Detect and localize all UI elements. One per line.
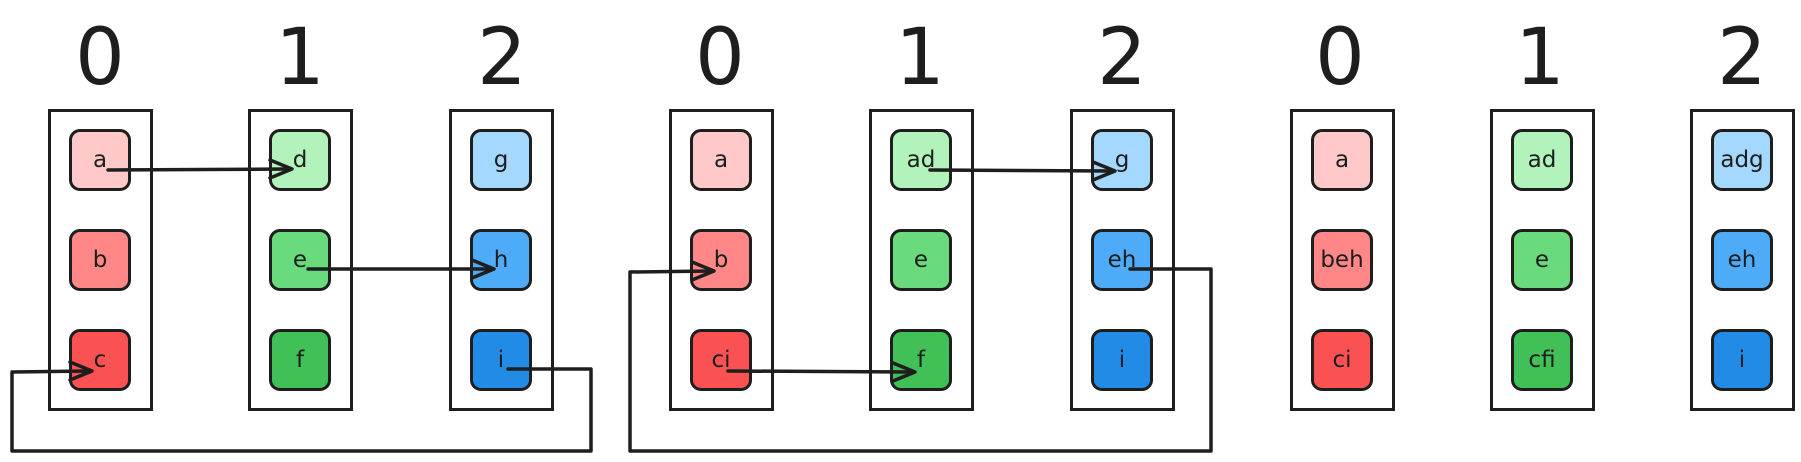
cell: beh — [1311, 229, 1373, 291]
column-index-1: 1 — [275, 13, 325, 103]
column-box — [1690, 109, 1795, 411]
column-index-1: 1 — [895, 13, 945, 103]
cell: i — [1711, 329, 1773, 391]
cell: e — [890, 229, 952, 291]
column-box — [1290, 109, 1395, 411]
cell: a — [690, 129, 752, 191]
column-index-2: 2 — [1717, 13, 1767, 103]
column-index-2: 2 — [1097, 13, 1147, 103]
cell: b — [690, 229, 752, 291]
cell: ad — [890, 129, 952, 191]
cell: c — [69, 329, 131, 391]
column-index-1: 1 — [1515, 13, 1565, 103]
cell: i — [470, 329, 532, 391]
cell: b — [69, 229, 131, 291]
cell: i — [1091, 329, 1153, 391]
cell: d — [269, 129, 331, 191]
column-index-0: 0 — [75, 13, 125, 103]
column-index-0: 0 — [1315, 13, 1365, 103]
cell: h — [470, 229, 532, 291]
cell: g — [1091, 129, 1153, 191]
cell: ci — [690, 329, 752, 391]
cell: f — [269, 329, 331, 391]
cell: e — [1511, 229, 1573, 291]
cell: g — [470, 129, 532, 191]
cell: f — [890, 329, 952, 391]
column-index-0: 0 — [695, 13, 745, 103]
cell: a — [69, 129, 131, 191]
cell: ad — [1511, 129, 1573, 191]
cell: a — [1311, 129, 1373, 191]
cell: eh — [1091, 229, 1153, 291]
cell: adg — [1711, 129, 1773, 191]
cell: eh — [1711, 229, 1773, 291]
cell: cfi — [1511, 329, 1573, 391]
column-index-2: 2 — [477, 13, 527, 103]
cell: e — [269, 229, 331, 291]
column-box — [1490, 109, 1595, 411]
cell: ci — [1311, 329, 1373, 391]
